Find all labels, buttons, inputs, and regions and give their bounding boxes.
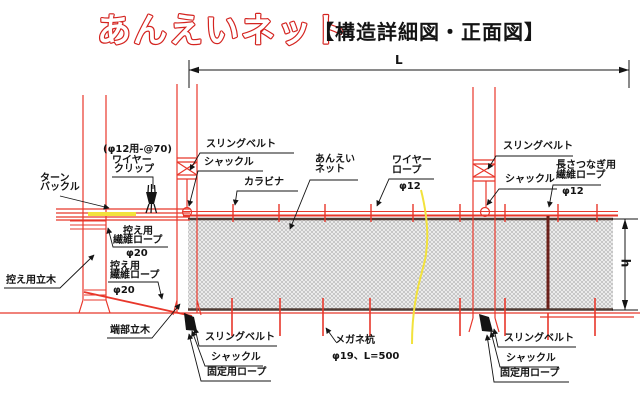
- end-post-lines: [172, 84, 202, 316]
- label-carabiner: カラビナ: [244, 177, 284, 188]
- drawing-subtitle: 【構造詳細図・正面図】: [314, 20, 545, 44]
- label-brace-rope-upper-2: 繊維ロープ: [113, 235, 163, 246]
- label-wire-rope-2: ロープ: [392, 165, 422, 176]
- leader-lines: [4, 152, 601, 383]
- label-turnbuckle-2: バックル: [40, 182, 80, 193]
- label-brace-rope-lower-1: 控え用: [110, 261, 140, 272]
- label-end-tree: 端部立木: [110, 325, 150, 336]
- wedge-left: [184, 313, 197, 331]
- label-shackle-top-right: シャックル: [505, 174, 555, 185]
- label-turnbuckle-1: ターン: [40, 173, 70, 184]
- yellow-rope-curve: [411, 189, 429, 345]
- label-net-1: あんえい: [315, 154, 355, 165]
- label-fixing-rope-bottom-left: 固定用ロープ: [207, 367, 267, 378]
- label-wire-clip-2: クリップ: [114, 164, 154, 175]
- label-brace-rope-lower-2: 繊維ロープ: [110, 270, 160, 281]
- carabiner-ticks: [232, 204, 598, 222]
- wire-clip-glyph: [145, 184, 158, 214]
- dimension-arrowheads: [189, 66, 629, 310]
- stake-ticks: [231, 298, 596, 340]
- label-fixing-rope-bottom-right: 固定用ロープ: [500, 368, 560, 379]
- label-wire-rope-1: ワイヤー: [392, 155, 432, 166]
- label-wire-rope-dia: φ12: [399, 181, 421, 192]
- label-shackle-top-left: シャックル: [204, 157, 254, 168]
- label-sling-belt-bottom-left: スリングベルト: [205, 332, 275, 343]
- label-wire-clip-1: ワイヤー: [112, 155, 152, 166]
- yellow-highlights: [88, 189, 429, 345]
- height-dimension-label: h: [618, 258, 633, 268]
- label-wire-clip-spec: (φ12用-@70): [103, 144, 172, 155]
- label-length-joint-rope-1: 長さつなぎ用: [556, 160, 616, 171]
- middle-post-lines: [468, 87, 500, 333]
- label-sling-belt-top-right: スリングベルト: [503, 141, 573, 152]
- label-length-joint-rope-dia: φ12: [562, 186, 584, 197]
- red-structure: [0, 84, 640, 340]
- label-shackle-bottom-right: シャックル: [506, 353, 556, 364]
- label-sling-belt-bottom-right: スリングベルト: [504, 333, 574, 344]
- wedge-right: [479, 314, 493, 332]
- end-post-sling-band: [176, 157, 198, 207]
- sling-belt-wedges: [184, 313, 493, 332]
- label-length-joint-rope-2: 繊維ロープ: [556, 170, 606, 181]
- label-stake-1: メガネ杭: [335, 335, 375, 346]
- net-mesh: [188, 217, 613, 311]
- label-stake-2: φ19、L=500: [332, 351, 400, 362]
- length-dimension: [188, 60, 630, 88]
- label-brace-tree: 控え用立木: [6, 275, 56, 286]
- label-brace-rope-lower-dia: φ20: [113, 285, 135, 296]
- label-net-2: ネット: [315, 164, 345, 175]
- label-brace-rope-upper-1: 控え用: [123, 226, 153, 237]
- label-brace-rope-upper-dia: φ20: [126, 248, 148, 259]
- middle-post-sling-band: [472, 159, 496, 207]
- page-title: あんえいネット: [97, 11, 349, 51]
- label-sling-belt-top-left: スリングベルト: [206, 139, 276, 150]
- label-shackle-bottom-left: シャックル: [211, 352, 261, 363]
- ground-line: [0, 312, 640, 318]
- length-dimension-label: L: [395, 53, 403, 67]
- brace-tree-lines: [78, 95, 111, 314]
